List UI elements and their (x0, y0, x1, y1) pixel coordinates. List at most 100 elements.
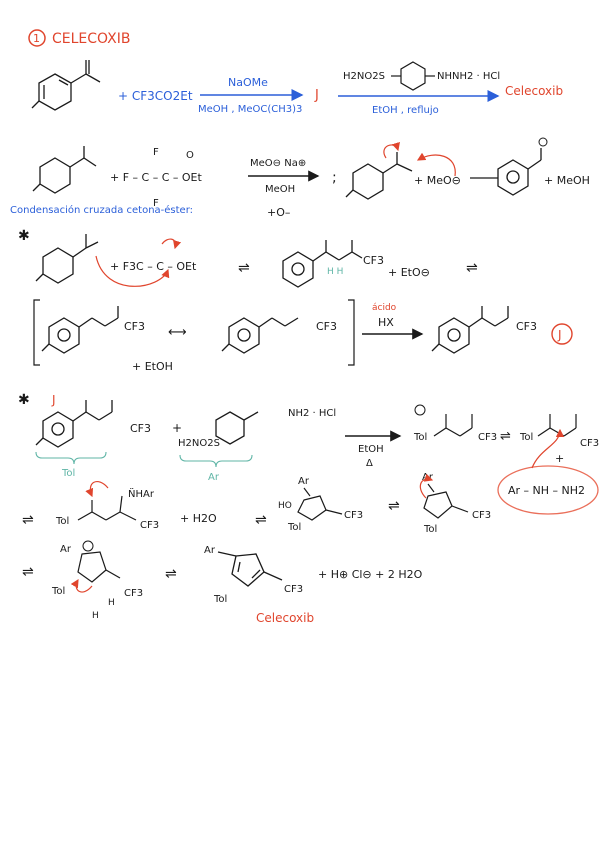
step3-product-plus: + EtO⊖ (388, 266, 430, 279)
step6-equilibrium-3: ⇌ (388, 498, 400, 514)
step6-ar-1: Ar (298, 476, 310, 487)
step3-equilibrium-2: ⇌ (466, 260, 478, 276)
step3-asterisk: ✱ (18, 228, 30, 244)
step2-ester: + F – C – C – OEt (110, 171, 202, 184)
step4-cf3-1: CF3 (124, 320, 145, 333)
step2-enolate-product (497, 148, 542, 196)
step6-equilibrium-2: ⇌ (255, 512, 267, 528)
step5-cf3-2: CF3 (478, 432, 497, 443)
step2-acetophenone (32, 146, 97, 194)
step7-tol-1: Tol (51, 586, 65, 597)
step5-cf3-3: CF3 (580, 438, 599, 449)
step1-intermediate-j: J (314, 88, 319, 103)
step7-aromatization: ⇌ Ar Tol H H CF3 ⇌ Ar Tol CF3 + H⊕ Cl⊖ +… (22, 540, 423, 625)
step4-cf3-2: CF3 (316, 320, 337, 333)
step2-note: Condensación cruzada cetona-éster: (10, 204, 193, 216)
step5-ar-label: Ar (208, 472, 220, 483)
step3-reagent: + F3C – C – OEt (110, 260, 197, 273)
step5-enol-right (537, 414, 577, 437)
step5-hydrazine-addition: ✱ J CF3 Tol + H2NO2S NH2 · HCl Ar EtOH Δ (18, 392, 599, 515)
step7-red-arrow (70, 578, 93, 593)
step6-tol-1: Tol (55, 516, 69, 527)
step6-water: + H2O (180, 512, 217, 525)
step4-diketone (431, 306, 509, 354)
reagent-trifluoroacetate: + CF3CO2Et (118, 89, 193, 103)
step6-ho: HO (278, 501, 292, 511)
step3-nucleophilic-attack: ✱ + F3C – C – OEt ⇌ H H CF3 + EtO⊖ ⇌ (18, 228, 478, 288)
step7-plus-charge (82, 540, 94, 552)
step4-resonance-form-1 (41, 306, 119, 354)
step7-ar-1: Ar (60, 544, 72, 555)
step5-cond-bottom: Δ (366, 458, 373, 469)
step4-etoh: + EtOH (132, 360, 173, 373)
step2-tbu: +O– (267, 206, 290, 219)
step5-plus: + (172, 421, 182, 435)
step5-tol-2: Tol (519, 432, 533, 443)
step2-ester-o: O (186, 150, 194, 161)
step2-base: + MeO⊖ (414, 174, 461, 187)
step6-cf3-1: CF3 (140, 520, 159, 531)
methylacetophenone-structure (31, 60, 101, 111)
step2-product-right: + MeOH (544, 174, 590, 187)
step3-red-arrow-2 (161, 238, 182, 250)
step4-cf3-3: CF3 (516, 320, 537, 333)
page-title: CELECOXIB (52, 31, 131, 47)
step3-cf3: CF3 (363, 254, 384, 267)
step6-cf3-3: CF3 (472, 510, 491, 521)
step6-red-arrow-2 (419, 473, 434, 499)
step7-equilibrium: ⇌ (22, 564, 34, 580)
step6-cf3-2: CF3 (344, 510, 363, 521)
step4-resonance-arrow: ⟷ (168, 325, 187, 340)
step1-arrow1-bottom: MeOH , MeOC(CH3)3 (198, 104, 302, 115)
title-number: 1 (33, 32, 40, 45)
step5-aryl-hydrazine (215, 411, 259, 445)
title-block: 1 CELECOXIB (28, 29, 131, 47)
step3-equilibrium: ⇌ (238, 260, 250, 276)
step5-plus-2: + (555, 452, 564, 465)
step6-cyclization: ⇌ Tol N̈HAr CF3 + H2O ⇌ Ar HO Tol CF3 ⇌ … (22, 472, 491, 535)
step2-negative-charge (538, 137, 548, 147)
step5-cond-top: EtOH (358, 444, 384, 455)
step4-acid-label: ácido (372, 303, 397, 313)
step7-equilibrium-2: ⇌ (165, 566, 177, 582)
title-number-circle (28, 29, 46, 47)
step2-ester-bottom: F (153, 198, 159, 209)
step6-pyrazoline-2 (423, 483, 469, 519)
step7-cf3-1: CF3 (124, 588, 143, 599)
step1-arrow1-top: NaOMe (228, 76, 268, 89)
step2-semicolon: ; (332, 170, 337, 186)
step3-diketone-intermediate (282, 240, 363, 288)
step4-resonance-form-2 (221, 317, 299, 354)
step5-ar-brace (179, 454, 253, 468)
step7-product-celecoxib: Celecoxib (256, 611, 314, 625)
step7-h-1: H (108, 598, 115, 608)
step2-deprotonation-structure (345, 152, 413, 200)
step1-product-celecoxib: Celecoxib (505, 84, 563, 98)
step1-arrow2-phenyl (391, 61, 435, 91)
step4-bracket-right (348, 299, 355, 366)
step2-arrow-top: MeO⊖ Na⊕ (250, 158, 306, 169)
step4-intermediate-j: J (557, 328, 562, 342)
step5-enol-left (433, 414, 473, 437)
step1-overall-reaction: + CF3CO2Et NaOMe MeOH , MeOC(CH3)3 J H2N… (31, 60, 563, 116)
step7-ar-2: Ar (204, 545, 216, 556)
step7-pyrazolium (77, 551, 121, 583)
step5-diketone (35, 400, 113, 448)
step5-amine: Ar – NH – NH2 (508, 484, 585, 497)
step4-bracket-left (33, 299, 40, 366)
step5-j-label: J (51, 393, 56, 407)
step5-red-arrow (531, 428, 565, 469)
step6-equilibrium: ⇌ (22, 512, 34, 528)
step2-ester-top: F (153, 147, 159, 158)
step2-enolate-formation: F O + F – C – C – OEt F MeO⊖ Na⊕ MeOH +O… (10, 137, 590, 219)
step3-enolate (35, 234, 99, 284)
step2-red-arrow-2 (416, 152, 456, 177)
step5-equilibrium: ⇌ (500, 429, 511, 444)
step7-tol-2: Tol (213, 594, 227, 605)
step6-ar-2: Ar (422, 472, 434, 483)
step5-plus-charge (414, 404, 426, 416)
step6-hydrazone (77, 495, 137, 521)
step5-asterisk: ✱ (18, 392, 30, 408)
step7-cf3-2: CF3 (284, 584, 303, 595)
